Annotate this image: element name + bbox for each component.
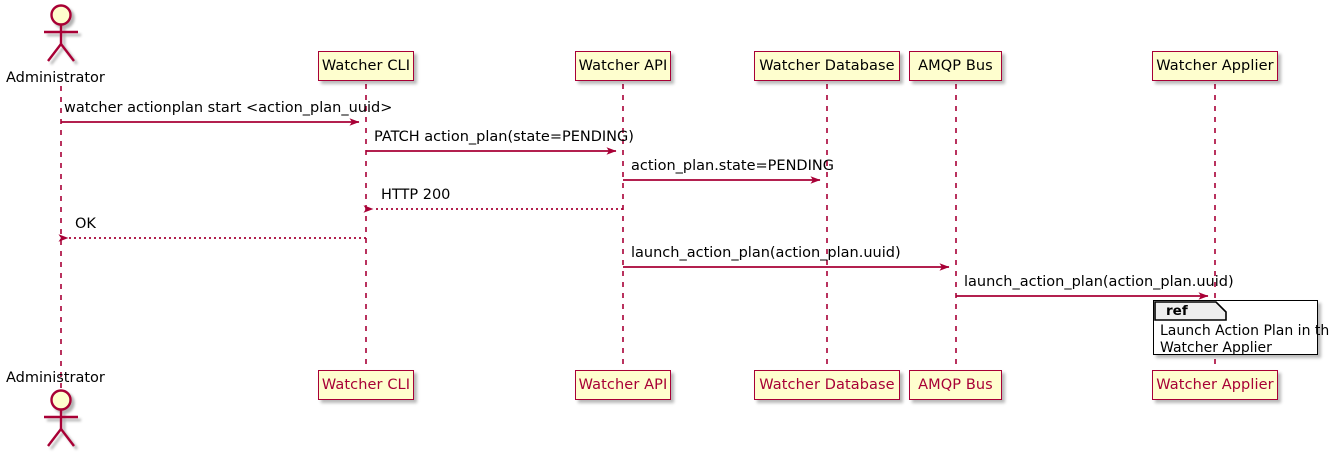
ref-fragment-box: ref Launch Action Plan in the Watcher Ap… — [1153, 300, 1330, 356]
message-label-6: launch_action_plan(action_plan.uuid) — [631, 245, 901, 261]
ref-fragment-text-line2: Watcher Applier — [1160, 340, 1272, 356]
message-label-1: watcher actionplan start <action_plan_uu… — [64, 100, 393, 116]
participant-box-top-amqp-bus[interactable]: AMQP Bus — [909, 51, 1002, 81]
message-label-2: PATCH action_plan(state=PENDING) — [374, 129, 634, 145]
message-label-7: launch_action_plan(action_plan.uuid) — [964, 274, 1234, 290]
participant-box-bottom-watcher-database[interactable]: Watcher Database — [754, 370, 900, 400]
lifelines — [60, 84, 1216, 398]
participant-label: Watcher API — [578, 376, 668, 393]
participant-label: AMQP Bus — [918, 57, 993, 74]
actor-administrator-top-glyph — [44, 4, 78, 62]
message-label-3: action_plan.state=PENDING — [631, 158, 834, 174]
participant-box-bottom-watcher-applier[interactable]: Watcher Applier — [1152, 370, 1278, 400]
actor-label-administrator-top: Administrator — [6, 70, 105, 86]
participant-box-top-watcher-applier[interactable]: Watcher Applier — [1152, 51, 1278, 81]
message-label-5: OK — [75, 216, 96, 232]
actor-administrator-bottom-glyph — [44, 389, 78, 447]
participant-label: Watcher CLI — [321, 57, 411, 74]
participant-label: Watcher CLI — [321, 376, 411, 393]
ref-fragment-tab-label: ref — [1166, 303, 1188, 319]
participant-box-bottom-watcher-api[interactable]: Watcher API — [575, 370, 671, 400]
participant-label: Watcher Database — [759, 57, 895, 74]
participant-label: AMQP Bus — [918, 376, 993, 393]
participant-label: Watcher Applier — [1156, 376, 1274, 393]
participant-label: Watcher Database — [759, 376, 895, 393]
participant-box-top-watcher-database[interactable]: Watcher Database — [754, 51, 900, 81]
message-label-4: HTTP 200 — [381, 187, 451, 203]
participant-label: Watcher API — [578, 57, 668, 74]
participant-label: Watcher Applier — [1156, 57, 1274, 74]
participant-box-top-watcher-cli[interactable]: Watcher CLI — [318, 51, 414, 81]
participant-box-bottom-amqp-bus[interactable]: AMQP Bus — [909, 370, 1002, 400]
message-arrows — [58, 118, 1209, 300]
participant-box-bottom-watcher-cli[interactable]: Watcher CLI — [318, 370, 414, 400]
ref-fragment-tab — [1154, 301, 1227, 321]
ref-fragment-text-line1: Launch Action Plan in the — [1160, 323, 1330, 339]
participant-box-top-watcher-api[interactable]: Watcher API — [575, 51, 671, 81]
actor-label-administrator-bottom: Administrator — [6, 370, 105, 386]
